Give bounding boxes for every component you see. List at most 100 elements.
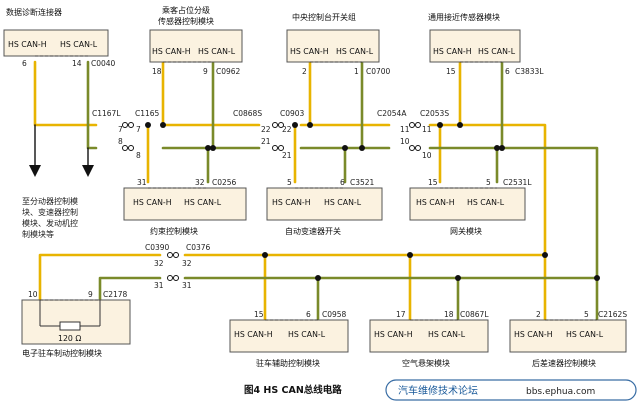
proximity-pin-h: 15	[446, 67, 456, 76]
c1167l-pin-l: 8	[118, 137, 123, 146]
proximity-title: 通用接近传感器模块	[428, 12, 500, 22]
gateway-connector: C2531L	[503, 178, 532, 187]
epb-connector: C2178	[103, 290, 128, 299]
dlc-pin-h: 6	[22, 59, 27, 68]
dlc-can-h: HS CAN-H	[8, 40, 47, 49]
restraint-can-l: HS CAN-L	[184, 198, 222, 207]
console-can-l: HS CAN-L	[336, 47, 374, 56]
air-can-l: HS CAN-L	[428, 330, 466, 339]
c1165-pin-l: 8	[136, 151, 141, 160]
epb-pin-h: 10	[28, 290, 38, 299]
occupant-can-l: HS CAN-L	[198, 47, 236, 56]
occupant-pin-h: 18	[152, 67, 162, 76]
console-can-h: HS CAN-H	[290, 47, 329, 56]
c0903-label: C0903	[280, 109, 305, 118]
c1165-pin-h: 7	[136, 125, 141, 134]
occupant-title-2: 传感器控制模块	[158, 16, 214, 26]
c0376-pin-l: 31	[182, 281, 192, 290]
trans-pin-l: 6	[340, 178, 345, 187]
park-pin-l: 6	[306, 310, 311, 319]
dlc-note-4: 制模块等	[22, 229, 54, 239]
air-susp-box	[369, 319, 489, 353]
dlc-can-l: HS CAN-L	[60, 40, 98, 49]
gateway-title: 网关模块	[450, 226, 482, 236]
park-can-l: HS CAN-L	[288, 330, 326, 339]
trans-connector: C3521	[350, 178, 375, 187]
console-pin-h: 2	[302, 67, 307, 76]
proximity-can-h: HS CAN-H	[433, 47, 472, 56]
c0868s-label: C0868S	[233, 109, 262, 118]
gateway-can-l: HS CAN-L	[467, 198, 505, 207]
figure-caption: 图4 HS CAN总线电路	[244, 384, 342, 396]
gateway-pin-l: 5	[486, 178, 491, 187]
air-title: 空气悬架模块	[402, 358, 450, 368]
dlc-title: 数据诊断连接器	[6, 7, 62, 17]
restraint-title: 约束控制模块	[150, 226, 198, 236]
trans-switch-box	[266, 187, 383, 221]
resistor-value: 120 Ω	[58, 334, 81, 343]
restraint-connector: C0256	[212, 178, 237, 187]
console-switch-box	[286, 29, 380, 63]
occupant-title-1: 乘客占位分级	[162, 5, 210, 15]
dlc-note-3: 模块、发动机控	[22, 218, 78, 228]
arrow-down-icon	[29, 165, 41, 177]
occupant-connector: C0962	[216, 67, 241, 76]
c0390-pin-h: 32	[154, 259, 164, 268]
dlc-arrows	[34, 124, 89, 166]
park-aid-box	[229, 319, 349, 353]
trans-can-l: HS CAN-L	[324, 198, 362, 207]
c1165-label: C1165	[135, 109, 160, 118]
park-connector: C0958	[322, 310, 347, 319]
rear-connector: C2162S	[598, 310, 627, 319]
arrow-down-icon	[82, 165, 94, 177]
rear-title: 后差速器控制模块	[532, 358, 596, 368]
c2054a-pin-l: 10	[400, 137, 410, 146]
console-pin-l: 1	[354, 67, 359, 76]
air-pin-l: 18	[444, 310, 454, 319]
connector-dashes	[35, 55, 597, 321]
console-title: 中央控制台开关组	[292, 12, 356, 22]
occupant-pin-l: 9	[203, 67, 208, 76]
c0390-label: C0390	[145, 243, 170, 252]
dlc-pin-l: 14	[72, 59, 82, 68]
park-pin-h: 15	[254, 310, 264, 319]
proximity-connector: C3833L	[515, 67, 544, 76]
console-connector: C0700	[366, 67, 391, 76]
c2054a-label: C2054A	[377, 109, 407, 118]
restraint-module-box	[123, 187, 247, 221]
c0376-pin-h: 32	[182, 259, 192, 268]
dlc-box	[3, 29, 109, 57]
trans-pin-h: 5	[287, 178, 292, 187]
restraint-can-h: HS CAN-H	[133, 198, 172, 207]
epb-title: 电子驻车制动控制模块	[22, 348, 102, 358]
occupant-sensor-box	[149, 29, 243, 63]
park-title: 驻车辅助控制模块	[256, 358, 320, 368]
c1167l-pin-h: 7	[118, 125, 123, 134]
c2053s-pin-l: 10	[422, 151, 432, 160]
c0868s-pin-h: 22	[261, 125, 271, 134]
gateway-box	[409, 187, 526, 221]
restraint-pin-l: 32	[195, 178, 205, 187]
air-connector: C0867L	[460, 310, 489, 319]
splice-points	[145, 122, 600, 281]
c0903-pin-h: 22	[282, 125, 292, 134]
air-pin-h: 17	[396, 310, 406, 319]
park-can-h: HS CAN-H	[234, 330, 273, 339]
c0390-pin-l: 31	[154, 281, 164, 290]
rear-can-l: HS CAN-L	[566, 330, 604, 339]
proximity-pin-l: 6	[505, 67, 510, 76]
c0903-pin-l: 21	[282, 151, 292, 160]
rear-pin-l: 5	[584, 310, 589, 319]
can-h-wires	[33, 60, 547, 322]
gateway-pin-h: 15	[428, 178, 438, 187]
c0376-label: C0376	[186, 243, 211, 252]
c2053s-label: C2053S	[420, 109, 449, 118]
rear-pin-h: 2	[536, 310, 541, 319]
forum-url: bbs.ephua.com	[526, 387, 595, 397]
resistor-icon	[39, 300, 101, 331]
restraint-pin-h: 31	[137, 178, 147, 187]
epb-pin-l: 9	[88, 290, 93, 299]
forum-name: 汽车维修技术论坛	[398, 384, 478, 397]
dlc-note-2: 块、变速器控制	[22, 207, 78, 217]
air-can-h: HS CAN-H	[374, 330, 413, 339]
